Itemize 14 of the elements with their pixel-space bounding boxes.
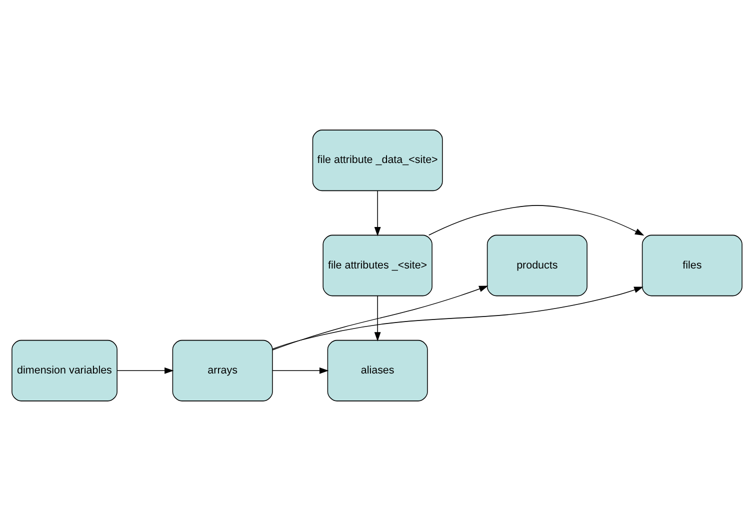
arrow — [272, 286, 644, 350]
node-box: file attribute _data_<site> — [312, 130, 443, 192]
arrow — [428, 205, 644, 236]
arrow — [116, 367, 174, 374]
arrow — [272, 286, 488, 350]
arrow — [374, 190, 381, 236]
node-box: aliases — [327, 340, 428, 402]
arrow — [272, 367, 329, 374]
node-box: dimension variables — [12, 340, 118, 402]
node-box: products — [486, 234, 588, 296]
node-box: files — [642, 234, 742, 296]
node-box: arrays — [172, 340, 273, 402]
node-box: file attributes _<site> — [322, 234, 432, 296]
arrow — [374, 296, 381, 342]
